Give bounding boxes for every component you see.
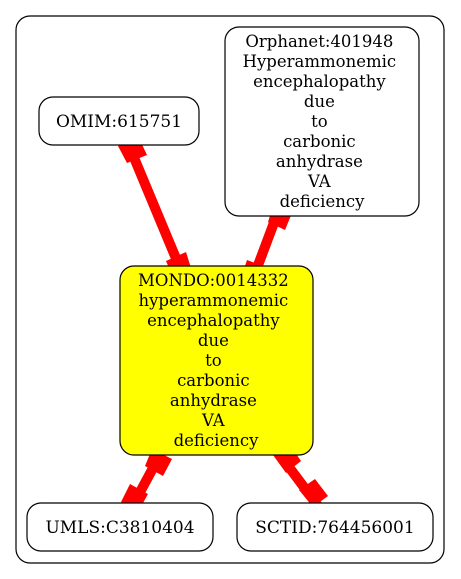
- node-orphanet-label: Orphanet:401948 Hyperammonemic encephalo…: [243, 32, 402, 211]
- node-orphanet-line: anhydrase: [276, 152, 363, 171]
- node-orphanet-line: Hyperammonemic: [243, 52, 397, 71]
- node-orphanet-line: encephalopathy: [253, 72, 386, 91]
- node-orphanet-line: deficiency: [280, 192, 365, 211]
- node-umls-line: UMLS:C3810404: [45, 518, 194, 538]
- node-omim-box: [38, 96, 200, 146]
- node-orphanet-line: to: [311, 112, 328, 131]
- edge-layer: [118, 136, 328, 512]
- node-umls-box: [26, 502, 214, 552]
- node-mondo-line: hyperammonemic: [138, 291, 288, 310]
- node-sctid-line: SCTID:764456001: [255, 518, 414, 538]
- node-sctid-box: [236, 502, 434, 552]
- node-mondo-label: MONDO:0014332 hyperammonemic encephalopa…: [138, 271, 294, 450]
- node-mondo-line: MONDO:0014332: [138, 271, 289, 290]
- node-mondo-line: encephalopathy: [147, 311, 280, 330]
- node-mondo-line: carbonic: [177, 371, 250, 390]
- node-umls[interactable]: UMLS:C3810404: [26, 502, 214, 552]
- node-orphanet-line: Orphanet:401948: [245, 32, 393, 51]
- node-orphanet-line: VA: [307, 172, 332, 191]
- node-mondo-line: deficiency: [174, 431, 259, 450]
- node-mondo[interactable]: MONDO:0014332 hyperammonemic encephalopa…: [119, 265, 314, 456]
- node-mondo-line: anhydrase: [170, 391, 257, 410]
- node-mondo-line: to: [205, 351, 222, 370]
- node-orphanet-box: [224, 26, 420, 217]
- node-orphanet-line: due: [304, 92, 335, 111]
- node-mondo-line: due: [198, 331, 229, 350]
- node-orphanet-line: carbonic: [283, 132, 356, 151]
- node-mondo-box: [119, 265, 314, 456]
- node-omim-line: OMIM:615751: [56, 112, 182, 132]
- node-orphanet[interactable]: Orphanet:401948 Hyperammonemic encephalo…: [224, 26, 420, 217]
- node-sctid[interactable]: SCTID:764456001: [236, 502, 434, 552]
- node-mondo-line: VA: [201, 411, 226, 430]
- node-omim[interactable]: OMIM:615751: [38, 96, 200, 146]
